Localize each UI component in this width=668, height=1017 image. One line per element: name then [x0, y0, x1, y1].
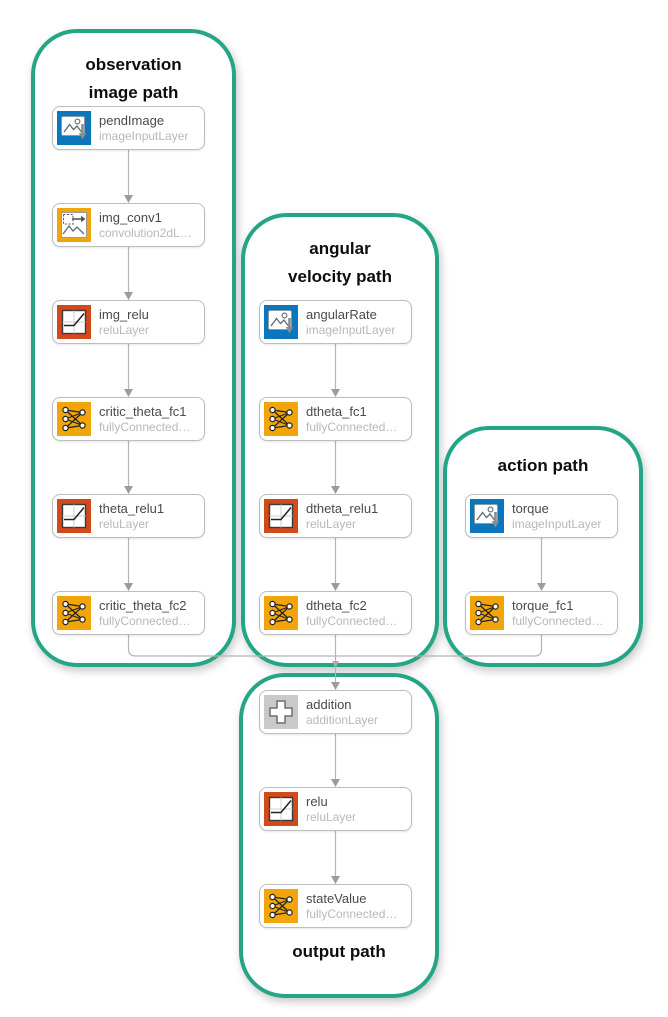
group-title-line: image path: [88, 83, 179, 102]
layer-node-angularRate[interactable]: angularRate imageInputLayer: [259, 300, 412, 344]
image-input-icon: [470, 499, 504, 533]
fully-connected-icon: [264, 402, 298, 436]
layer-node-dtheta-fc1[interactable]: dtheta_fc1 fullyConnected…: [259, 397, 412, 441]
layer-node-theta-relu1[interactable]: theta_relu1 reluLayer: [52, 494, 205, 538]
layer-node-relu[interactable]: relu reluLayer: [259, 787, 412, 831]
layer-node-torque-fc1[interactable]: torque_fc1 fullyConnected…: [465, 591, 618, 635]
group-title-line: velocity path: [288, 267, 392, 286]
layer-node-torque[interactable]: torque imageInputLayer: [465, 494, 618, 538]
layer-name: angularRate: [306, 306, 377, 322]
layer-name: dtheta_fc1: [306, 403, 367, 419]
group-title-line: observation: [85, 55, 182, 74]
group-title: action path: [447, 452, 639, 480]
layer-name: addition: [306, 696, 352, 712]
group-title-line: action path: [497, 456, 589, 475]
convolution2d-icon: [57, 208, 91, 242]
relu-icon: [57, 305, 91, 339]
addition-icon: [264, 695, 298, 729]
layer-name: critic_theta_fc2: [99, 597, 187, 613]
fully-connected-icon: [264, 889, 298, 923]
layer-node-pendImage[interactable]: pendImage imageInputLayer: [52, 106, 205, 150]
image-input-icon: [57, 111, 91, 145]
fully-connected-icon: [264, 596, 298, 630]
fully-connected-icon: [470, 596, 504, 630]
image-input-icon: [264, 305, 298, 339]
layer-node-critic-theta-fc2[interactable]: critic_theta_fc2 fullyConnected…: [52, 591, 205, 635]
layer-node-critic-theta-fc1[interactable]: critic_theta_fc1 fullyConnected…: [52, 397, 205, 441]
group-title-line: angular: [309, 239, 371, 258]
layer-node-img-conv1[interactable]: img_conv1 convolution2dL…: [52, 203, 205, 247]
layer-node-img-relu[interactable]: img_relu reluLayer: [52, 300, 205, 344]
relu-icon: [264, 499, 298, 533]
layer-type: fullyConnected…: [99, 613, 191, 628]
layer-type: fullyConnected…: [512, 613, 604, 628]
layer-type: imageInputLayer: [512, 516, 602, 531]
layer-type: fullyConnected…: [306, 906, 398, 921]
layer-name: img_conv1: [99, 209, 162, 225]
group-title: output path: [243, 938, 435, 966]
layer-node-stateValue[interactable]: stateValue fullyConnected…: [259, 884, 412, 928]
relu-icon: [264, 792, 298, 826]
group-title: observation image path: [35, 51, 232, 107]
layer-name: img_relu: [99, 306, 149, 322]
layer-name: dtheta_relu1: [306, 500, 379, 516]
layer-type: fullyConnected…: [306, 613, 398, 628]
layer-type: reluLayer: [306, 516, 357, 531]
layer-type: convolution2dL…: [99, 225, 192, 240]
fully-connected-icon: [57, 596, 91, 630]
layer-node-addition[interactable]: addition additionLayer: [259, 690, 412, 734]
layer-type: reluLayer: [99, 516, 150, 531]
layer-node-dtheta-fc2[interactable]: dtheta_fc2 fullyConnected…: [259, 591, 412, 635]
layer-type: fullyConnected…: [99, 419, 191, 434]
relu-icon: [57, 499, 91, 533]
group-title: angular velocity path: [245, 235, 435, 291]
layer-name: relu: [306, 793, 328, 809]
layer-name: stateValue: [306, 890, 367, 906]
layer-type: reluLayer: [99, 322, 150, 337]
layer-type: reluLayer: [306, 809, 357, 824]
group-title-line: output path: [292, 942, 386, 961]
layer-node-dtheta-relu1[interactable]: dtheta_relu1 reluLayer: [259, 494, 412, 538]
layer-type: fullyConnected…: [306, 419, 398, 434]
layer-name: dtheta_fc2: [306, 597, 367, 613]
layer-name: pendImage: [99, 112, 165, 128]
layer-name: torque_fc1: [512, 597, 574, 613]
layer-name: critic_theta_fc1: [99, 403, 187, 419]
layer-type: imageInputLayer: [99, 128, 189, 143]
fully-connected-icon: [57, 402, 91, 436]
layer-type: additionLayer: [306, 712, 379, 727]
layer-type: imageInputLayer: [306, 322, 396, 337]
layer-name: torque: [512, 500, 549, 516]
layer-name: theta_relu1: [99, 500, 165, 516]
